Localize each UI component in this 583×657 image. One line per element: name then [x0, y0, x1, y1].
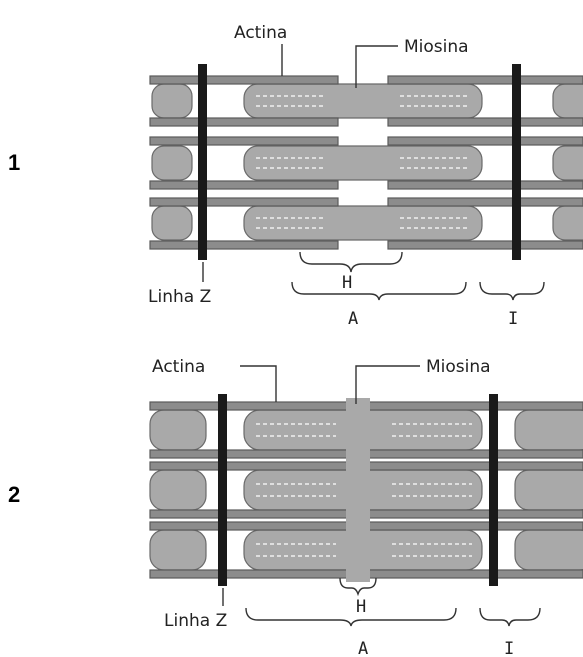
myosin-filaments: [243, 83, 483, 241]
actin-filament: [365, 521, 583, 531]
actin-filament: [149, 449, 357, 459]
myosin-filament: [243, 205, 483, 241]
myosin-filament: [552, 205, 583, 241]
myosin-filament: [514, 409, 583, 451]
panel-contracted: 2: [8, 357, 583, 657]
i-band-label: I: [504, 639, 514, 657]
myosin-heads: [256, 217, 470, 229]
z-line: [512, 64, 521, 260]
actin-filament: [365, 509, 583, 519]
panel-relaxed: 1: [8, 23, 583, 329]
myosin-heads: [256, 95, 470, 107]
myosin-filament: [151, 83, 193, 119]
actin-filaments: [149, 75, 583, 250]
z-line: [198, 64, 207, 260]
zline-label: Linha Z: [148, 287, 211, 307]
myosin-filament: [243, 83, 483, 119]
myosin-filament: [149, 469, 207, 511]
actin-filament: [365, 449, 583, 459]
actin-filament: [149, 569, 357, 579]
myosin-filament: [514, 529, 583, 571]
actin-filament: [149, 117, 339, 127]
actin-filament: [387, 136, 583, 146]
myosin-filament: [552, 83, 583, 119]
myosin-filament: [149, 409, 207, 451]
h-zone-label: H: [356, 597, 366, 617]
actin-filament: [387, 180, 583, 190]
a-band-label: A: [358, 639, 368, 657]
myosin-label: Miosina: [404, 37, 469, 57]
actin-filament: [387, 75, 583, 85]
myosin-leader: [355, 45, 398, 88]
actin-filament: [365, 569, 583, 579]
a-band-label: A: [348, 309, 358, 329]
actin-filament: [149, 461, 357, 471]
panel-number-1: 1: [8, 150, 20, 175]
z-line: [489, 394, 498, 586]
actin-filament: [387, 117, 583, 127]
myosin-filament: [243, 145, 483, 181]
zline-label: Linha Z: [164, 611, 227, 631]
myosin-filament: [514, 469, 583, 511]
actin-filament: [365, 401, 583, 411]
panel-number-2: 2: [8, 482, 20, 507]
m-line-region: [346, 398, 370, 582]
actin-filament: [149, 521, 357, 531]
h-zone-label: H: [342, 273, 352, 293]
myosin-leader: [355, 365, 420, 404]
actin-filament: [149, 180, 339, 190]
actin-filament: [149, 136, 339, 146]
myosin-filament: [151, 205, 193, 241]
z-line: [218, 394, 227, 586]
actin-label: Actina: [234, 23, 287, 43]
actin-label: Actina: [152, 357, 205, 377]
myosin-filament: [151, 145, 193, 181]
myosin-filament: [552, 145, 583, 181]
actin-filament: [387, 240, 583, 250]
myosin-label: Miosina: [426, 357, 491, 377]
actin-filament: [149, 401, 357, 411]
actin-filament: [149, 75, 339, 85]
actin-leader: [240, 365, 277, 402]
a-band-bracket: [245, 607, 457, 627]
myosin-heads: [256, 157, 470, 169]
actin-filament: [149, 509, 357, 519]
h-zone-bracket: [339, 577, 377, 597]
i-band-label: I: [508, 309, 518, 329]
actin-filament: [387, 197, 583, 207]
myosin-filament: [149, 529, 207, 571]
actin-filament: [149, 240, 339, 250]
actin-filament: [149, 197, 339, 207]
i-band-bracket: [479, 281, 545, 301]
actin-filament: [365, 461, 583, 471]
i-band-bracket: [479, 607, 541, 627]
h-zone-bracket: [299, 251, 403, 273]
a-band-bracket: [291, 281, 467, 301]
